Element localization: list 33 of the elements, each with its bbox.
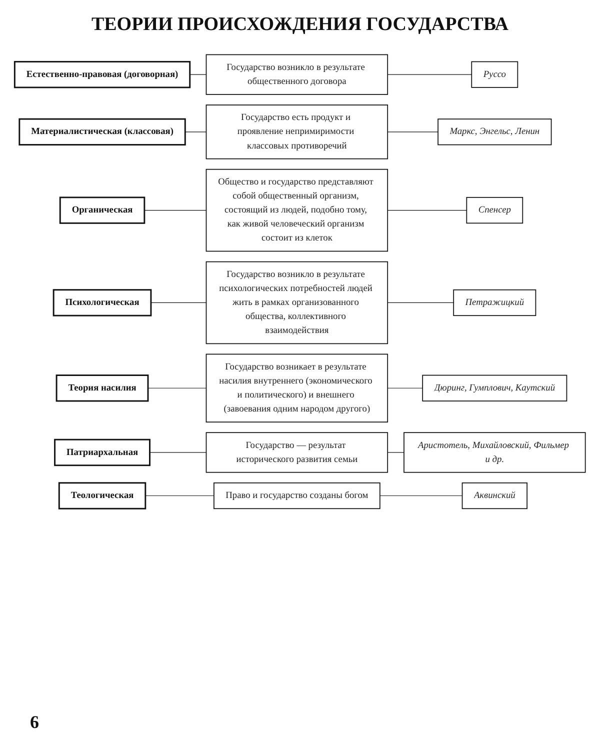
connector <box>387 210 467 211</box>
connector <box>145 495 214 496</box>
node-box: Дюринг, Гумплович, Каутский <box>422 374 568 402</box>
connector <box>150 302 207 303</box>
node-box: Государство — результат исторического развития семьи <box>206 432 388 473</box>
node-box: Аристотель, Михайловский, Фильмер и др. <box>404 432 586 473</box>
node-box: Государство возникло в результате психологических потребностей людей жить в рамках организованного общества, коллективного взаимодействия <box>206 261 388 344</box>
node-box: Петражицкий <box>453 289 536 316</box>
node-box: Теологическая <box>58 482 146 510</box>
connector <box>387 302 454 303</box>
node-box: Общество и государство представляют собой общественный организм, состоящий из людей, подобно тому, как живой человеческий организм состоит из клеток <box>206 168 388 252</box>
node-box: Аквинский <box>462 482 528 510</box>
node-box: Государство есть продукт и проявление непримиримости классовых противоречий <box>206 104 388 160</box>
node-box: Маркс, Энгельс, Ленин <box>438 118 552 146</box>
node-box: Психологическая <box>52 289 152 316</box>
connector <box>190 74 207 75</box>
node-box: Материалистическая (классовая) <box>18 118 186 146</box>
node-box: Право и государство созданы богом <box>214 482 380 510</box>
connector <box>387 74 472 75</box>
connector <box>387 452 404 453</box>
node-box: Теория насилия <box>56 374 149 402</box>
node-box: Государство возникло в результате общественного договора <box>206 54 388 95</box>
node-box: Государство возникает в результате насилия внутреннего (экономического и политического) и внешнего (завоевания одним народом другого) <box>206 354 388 422</box>
node-box: Патриархальная <box>54 438 150 466</box>
connector <box>144 210 207 211</box>
title: ТЕОРИИ ПРОИСХОЖДЕНИЯ ГОСУДАРСТВА <box>90 14 510 36</box>
node-box: Руссо <box>471 61 518 88</box>
connector <box>149 452 207 453</box>
node-box: Естественно-правовая (договорная) <box>14 60 191 88</box>
node-box: Органическая <box>59 196 146 224</box>
connector <box>380 495 463 496</box>
node-box: Спенсер <box>466 196 524 224</box>
page-number: 6 <box>30 712 39 733</box>
